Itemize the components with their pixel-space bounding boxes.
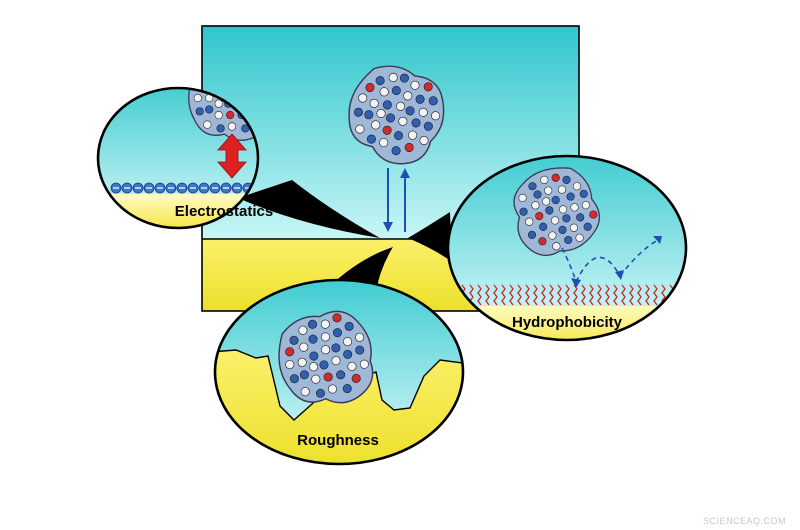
pointer-electrostatics: [238, 180, 380, 238]
arrow-up-icon: [400, 168, 410, 232]
roughness-label: Roughness: [297, 432, 379, 449]
arrow-down-icon: [383, 168, 393, 232]
hydrophobicity-label: Hydrophobicity: [512, 314, 623, 331]
bounce-arrow-icon: [561, 239, 659, 283]
bounce-arrowheads: [571, 236, 662, 288]
pointer-hydrophobicity: [408, 212, 452, 262]
adsorption-arrows: [383, 168, 410, 232]
watermark-text: SCIENCEAQ.COM: [703, 516, 786, 526]
hydrophobic-chains: [461, 284, 674, 306]
electrostatics-label: Electrostatics: [175, 203, 273, 220]
double-arrow-icon: [217, 133, 247, 179]
hydrophobicity-panel: Hydrophobicity: [446, 154, 688, 342]
roughness-panel: Roughness: [213, 278, 465, 466]
